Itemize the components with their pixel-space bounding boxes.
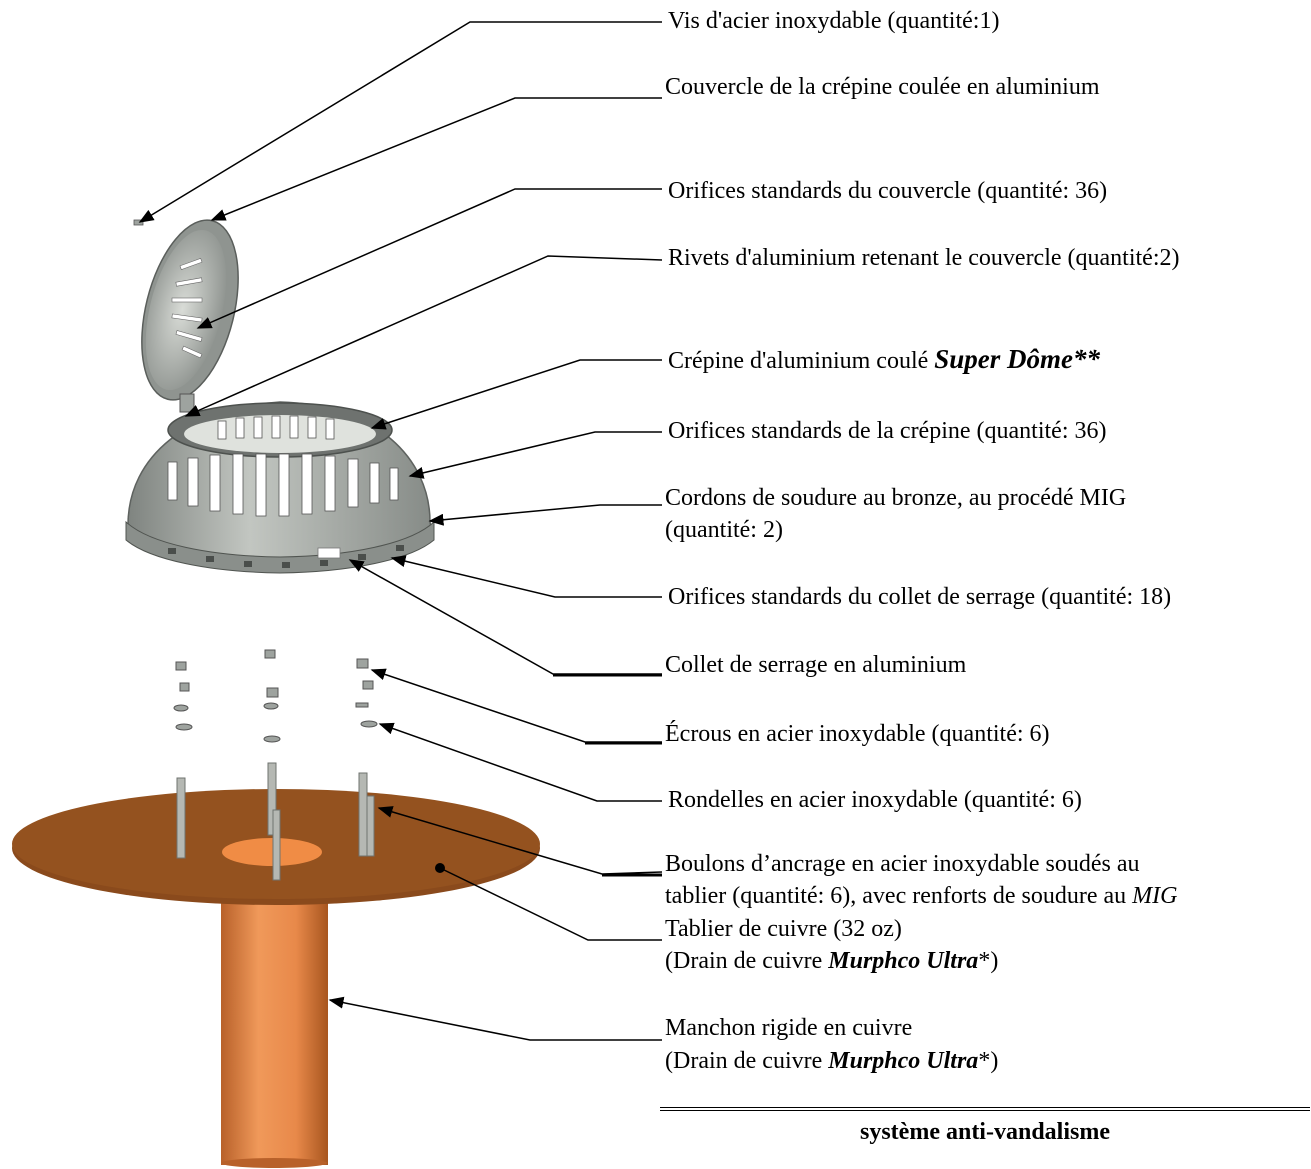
label-strainer-holes: Orifices standards de la crépine (quanti…: [668, 418, 1107, 444]
sleeve-line2-suffix: *): [978, 1048, 999, 1074]
dome-strainer: [125, 401, 435, 574]
label-bolts-line2: tablier (quantité: 6), avec renforts de …: [665, 881, 1177, 912]
label-sleeve-line1: Manchon rigide en cuivre: [665, 1015, 913, 1041]
label-welds-line1: Cordons de soudure au bronze, au procédé…: [665, 485, 1127, 511]
anchor-bolts: [176, 762, 375, 881]
label-strainer: Crépine d'aluminium coulé Super Dôme**: [668, 344, 1100, 377]
collar-holes: [168, 545, 404, 568]
cover-holes: [171, 257, 203, 359]
flange-line2-brand: Murphco Ultra: [828, 948, 979, 974]
label-rivets: Rivets d'aluminium retenant le couvercle…: [668, 245, 1180, 271]
label-collar-holes: Orifices standards du collet de serrage …: [668, 584, 1172, 610]
label-screw: Vis d'acier inoxydable (quantité:1): [668, 8, 1000, 34]
bolts-line2-prefix: tablier (quantité: 6), avec renforts de …: [665, 883, 1133, 909]
strainer-slots: [167, 415, 399, 517]
strainer-brand: Super Dôme**: [934, 344, 1101, 374]
footer-caption: système anti-vandalisme: [660, 1107, 1310, 1146]
copper-sleeve: [221, 880, 328, 1168]
label-cover: Couvercle de la crépine coulée en alumin…: [665, 74, 1100, 100]
nuts-and-washers: [173, 649, 378, 743]
sleeve-line2-brand: Murphco Ultra: [828, 1048, 979, 1074]
label-welds-line2: (quantité: 2): [665, 517, 783, 543]
strainer-prefix: Crépine d'aluminium coulé: [668, 348, 935, 374]
label-washers: Rondelles en acier inoxydable (quantité:…: [668, 787, 1082, 813]
label-flange-line2: (Drain de cuivre Murphco Ultra*): [665, 946, 998, 977]
label-sleeve-line2: (Drain de cuivre Murphco Ultra*): [665, 1046, 998, 1077]
sleeve-line2-prefix: (Drain de cuivre: [665, 1048, 829, 1074]
label-collar: Collet de serrage en aluminium: [665, 652, 967, 678]
strainer-cover: [133, 219, 239, 413]
bolts-line2-em: MIG: [1132, 883, 1178, 909]
flange-line2-suffix: *): [978, 948, 999, 974]
label-flange-line1: Tablier de cuivre (32 oz): [665, 916, 902, 942]
label-bolts-line1: Boulons d’ancrage en acier inoxydable so…: [665, 851, 1140, 877]
label-cover-holes: Orifices standards du couvercle (quantit…: [668, 178, 1108, 204]
label-nuts: Écrous en acier inoxydable (quantité: 6): [665, 721, 1050, 747]
flange-line2-prefix: (Drain de cuivre: [665, 948, 829, 974]
